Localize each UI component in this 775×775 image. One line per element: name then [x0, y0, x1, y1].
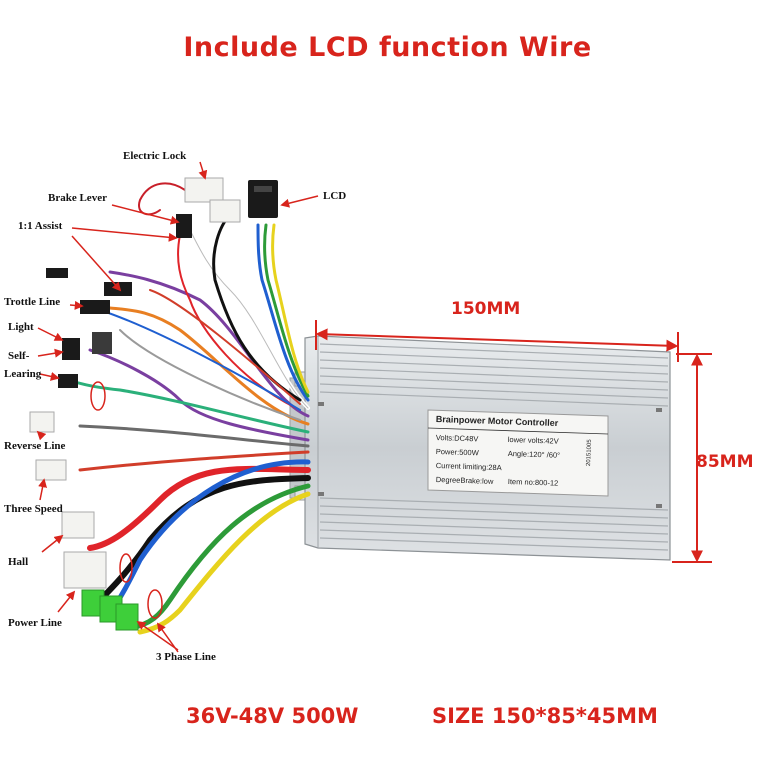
- label-assist: 1:1 Assist: [18, 220, 63, 232]
- label-trottle-line: Trottle Line: [4, 296, 61, 308]
- label-brake-lever: Brake Lever: [48, 192, 107, 204]
- label-three-phase-line: 3 Phase Line: [156, 651, 216, 663]
- label-reverse-line: Reverse Line: [4, 440, 66, 452]
- controller-housing: [289, 335, 671, 561]
- plate-serial: 20151005: [586, 439, 593, 467]
- dimension-height: 85MM: [696, 452, 754, 472]
- label-light: Light: [8, 321, 34, 333]
- footer-size: SIZE 150*85*45MM: [432, 704, 658, 728]
- label-learing: Learing: [4, 368, 42, 380]
- plate-item: Item no:800-12: [507, 477, 559, 488]
- plate-volts: Volts:DC48V: [435, 433, 479, 444]
- label-power-line: Power Line: [8, 617, 62, 629]
- dimension-length: 150MM: [451, 299, 521, 319]
- wire-harness: [73, 182, 311, 635]
- plate-lower-volts: lower volts:42V: [507, 435, 559, 446]
- label-electric-lock: Electric Lock: [123, 150, 187, 162]
- plate-angle: Angle:120° /60°: [507, 449, 561, 460]
- label-lcd: LCD: [323, 190, 347, 202]
- plate-power: Power:500W: [435, 447, 479, 458]
- page-title: Include LCD function Wire: [183, 32, 592, 63]
- plate-degree: DegreeBrake:low: [435, 475, 494, 486]
- dimension-lines: [315, 320, 712, 563]
- label-arrows: [36, 161, 319, 653]
- label-hall: Hall: [8, 556, 29, 568]
- highlight-marks: [90, 381, 163, 619]
- connectors: [29, 177, 278, 631]
- label-self: Self-: [8, 350, 30, 362]
- footer-voltage-power: 36V-48V 500W: [186, 704, 359, 728]
- label-three-speed: Three Speed: [4, 503, 63, 515]
